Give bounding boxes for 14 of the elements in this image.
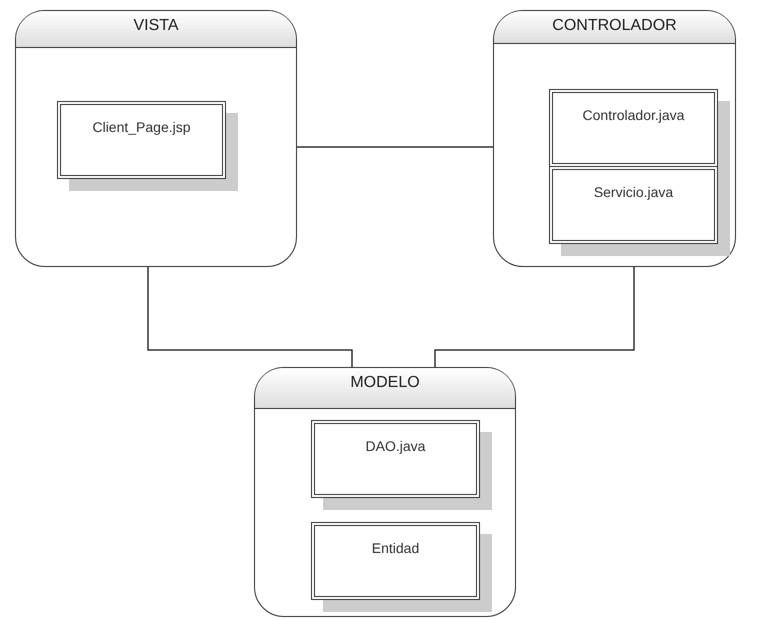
- layer-title: VISTA: [133, 17, 179, 35]
- connector-line: [147, 267, 353, 367]
- component-label: Controlador.java: [582, 107, 684, 123]
- connector-line: [297, 146, 493, 148]
- connector-line: [434, 267, 635, 367]
- component-label: Servicio.java: [594, 184, 674, 200]
- component-label: Entidad: [372, 540, 420, 556]
- component-label: DAO.java: [366, 438, 426, 454]
- layer-title: CONTROLADOR: [552, 17, 677, 35]
- component-label: Client_Page.jsp: [92, 119, 191, 135]
- layer-container: [493, 10, 736, 267]
- layer-container: [15, 10, 297, 267]
- layer-title: MODELO: [350, 374, 420, 392]
- layer-container: [254, 367, 516, 617]
